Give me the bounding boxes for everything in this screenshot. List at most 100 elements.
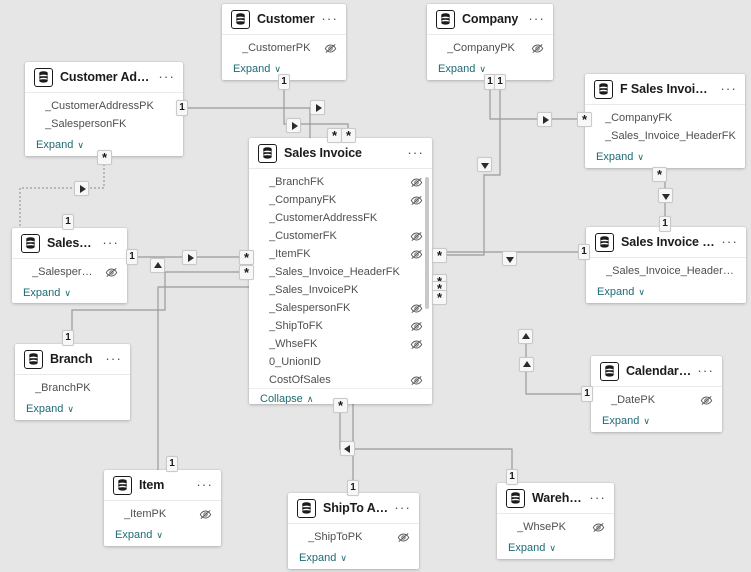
hidden-eye-icon[interactable]	[584, 522, 605, 533]
table-card-warehouse[interactable]: Warehouse ··· _WhsePK Expand∨	[497, 483, 614, 559]
expand-button[interactable]: Expand∨	[222, 59, 346, 80]
table-more-options-icon[interactable]: ···	[720, 81, 737, 96]
table-field-row[interactable]: _BranchFK	[249, 173, 432, 191]
table-field-row[interactable]: _CompanyFK	[249, 191, 432, 209]
table-more-options-icon[interactable]: ···	[105, 351, 122, 366]
hidden-eye-icon[interactable]	[402, 339, 423, 350]
table-more-options-icon[interactable]: ···	[528, 11, 545, 26]
relationship-line-calendar-to-sales-invoice[interactable]	[525, 330, 591, 395]
table-card-sales-invoice-header[interactable]: Sales Invoice Header··· _Sales_Invoice_He…	[586, 227, 746, 303]
hidden-eye-icon[interactable]	[692, 395, 713, 406]
field-name: _CustomerPK	[242, 42, 311, 54]
table-card-header[interactable]: Customer Address···	[25, 62, 183, 92]
table-field-row[interactable]: CostOfSales	[249, 371, 432, 388]
table-field-row[interactable]: _Salesperson...	[12, 263, 127, 281]
hidden-eye-icon[interactable]	[402, 375, 423, 386]
table-card-header[interactable]: ShipTo Address···	[288, 493, 419, 523]
table-more-options-icon[interactable]: ···	[721, 234, 738, 249]
table-more-options-icon[interactable]: ···	[394, 500, 411, 515]
table-more-options-icon[interactable]: ···	[407, 145, 424, 160]
table-card-header[interactable]: Sales Invoice···	[249, 138, 432, 168]
table-card-sales-invoice[interactable]: Sales Invoice··· _BranchFK_CompanyFK _Cust…	[249, 138, 432, 404]
hidden-eye-icon[interactable]	[389, 532, 410, 543]
table-field-row[interactable]: _CustomerPK	[222, 39, 346, 57]
table-title: Warehouse	[532, 491, 583, 505]
table-field-row[interactable]: _SalespersonFK	[25, 115, 183, 133]
table-more-options-icon[interactable]: ···	[697, 363, 714, 378]
table-field-row[interactable]: _CustomerFK	[249, 227, 432, 245]
hidden-eye-icon[interactable]	[402, 177, 423, 188]
table-field-row[interactable]: _WhsePK	[497, 518, 614, 536]
expand-button[interactable]: Expand∨	[497, 538, 614, 559]
expand-button[interactable]: Expand∨	[12, 283, 127, 303]
relationship-line-sales-invoice-to-warehouse[interactable]	[339, 404, 513, 483]
table-card-calendar-fiscal[interactable]: Calendar Fiscal··· _DatePK Expand∨	[591, 356, 722, 432]
table-card-header[interactable]: Customer···	[222, 4, 346, 34]
table-field-row[interactable]: _Sales_Invoice_HeaderPK	[586, 262, 746, 280]
hidden-eye-icon[interactable]	[402, 321, 423, 332]
expand-button[interactable]: Expand∨	[591, 411, 722, 432]
table-field-row[interactable]: _BranchPK	[15, 379, 130, 397]
table-card-header[interactable]: Warehouse ···	[497, 483, 614, 513]
expand-button[interactable]: Expand∨	[427, 59, 553, 80]
cross-filter-arrow-down-icon	[477, 157, 492, 172]
table-field-row[interactable]: _WhseFK	[249, 335, 432, 353]
table-card-header[interactable]: Sales Invoice Header···	[586, 227, 746, 257]
table-more-options-icon[interactable]: ···	[196, 477, 213, 492]
field-name: 0_UnionID	[269, 356, 321, 368]
header-divider	[249, 168, 432, 169]
hidden-eye-icon[interactable]	[97, 267, 118, 278]
table-field-row[interactable]: _Sales_Invoice_HeaderFK	[249, 263, 432, 281]
table-card-salesperson[interactable]: Salesperson··· _Salesperson... Expand∨	[12, 228, 127, 303]
table-field-row[interactable]: 0_UnionID	[249, 353, 432, 371]
table-field-row[interactable]: _ItemPK	[104, 505, 221, 523]
table-card-customer-address[interactable]: Customer Address··· _CustomerAddressPK_Sa…	[25, 62, 183, 156]
table-more-options-icon[interactable]: ···	[102, 235, 119, 250]
table-card-item[interactable]: Item··· _ItemPK Expand∨	[104, 470, 221, 546]
table-more-options-icon[interactable]: ···	[589, 490, 606, 505]
table-field-row[interactable]: _ShipToFK	[249, 317, 432, 335]
table-card-header[interactable]: Salesperson···	[12, 228, 127, 258]
table-field-row[interactable]: _CompanyPK	[427, 39, 553, 57]
field-list-scrollbar[interactable]	[425, 177, 429, 309]
hidden-eye-icon[interactable]	[191, 509, 212, 520]
hidden-eye-icon[interactable]	[402, 231, 423, 242]
table-card-company[interactable]: Company··· _CompanyPK Expand∨	[427, 4, 553, 80]
table-card-branch[interactable]: Branch··· _BranchPK Expand∨	[15, 344, 130, 420]
hidden-eye-icon[interactable]	[523, 43, 544, 54]
expand-button[interactable]: Expand∨	[585, 147, 745, 168]
expand-button[interactable]: Expand∨	[288, 548, 419, 569]
hidden-eye-icon[interactable]	[402, 303, 423, 314]
table-field-row[interactable]: _CompanyFK	[585, 109, 745, 127]
table-field-row[interactable]: _Sales_Invoice_HeaderFK	[585, 127, 745, 145]
table-card-f-sales-invoice-header[interactable]: F Sales Invoice Header··· _CompanyFK_Sale…	[585, 74, 745, 168]
table-card-header[interactable]: F Sales Invoice Header···	[585, 74, 745, 104]
expand-button[interactable]: Expand∨	[586, 282, 746, 303]
table-card-header[interactable]: Item···	[104, 470, 221, 500]
hidden-eye-icon[interactable]	[402, 249, 423, 260]
hidden-eye-icon[interactable]	[402, 195, 423, 206]
hidden-eye-icon[interactable]	[316, 43, 337, 54]
expand-button[interactable]: Expand∨	[104, 525, 221, 546]
field-name: _CustomerAddressFK	[269, 212, 378, 224]
table-field-row[interactable]: _CustomerAddressFK	[249, 209, 432, 227]
table-more-options-icon[interactable]: ···	[158, 69, 175, 84]
table-icon	[297, 498, 316, 518]
table-field-row[interactable]: _DatePK	[591, 391, 722, 409]
table-card-header[interactable]: Calendar Fiscal···	[591, 356, 722, 386]
table-card-customer[interactable]: Customer··· _CustomerPK Expand∨	[222, 4, 346, 80]
table-card-shipto-address[interactable]: ShipTo Address··· _ShipToPK Expand∨	[288, 493, 419, 569]
table-field-row[interactable]: _ShipToPK	[288, 528, 419, 546]
table-field-row[interactable]: _ItemFK	[249, 245, 432, 263]
table-field-row[interactable]: _CustomerAddressPK	[25, 97, 183, 115]
table-card-header[interactable]: Company···	[427, 4, 553, 34]
expand-button[interactable]: Expand∨	[25, 135, 183, 156]
collapse-button[interactable]: Collapse∧	[249, 389, 432, 404]
table-card-header[interactable]: Branch···	[15, 344, 130, 374]
table-more-options-icon[interactable]: ···	[321, 11, 338, 26]
expand-collapse-label: Expand	[23, 287, 61, 299]
expand-button[interactable]: Expand∨	[15, 399, 130, 420]
table-field-row[interactable]: _Sales_InvoicePK	[249, 281, 432, 299]
table-field-row[interactable]: _SalespersonFK	[249, 299, 432, 317]
